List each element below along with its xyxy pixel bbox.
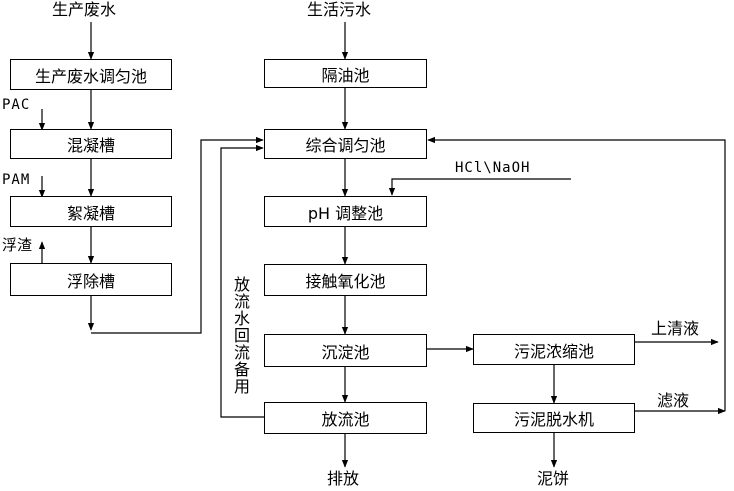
production-wastewater-label: 生产废水	[52, 0, 117, 19]
sludge-cake-label: 泥饼	[537, 469, 570, 488]
discharge-label: 排放	[327, 469, 360, 488]
pam-label: PAM	[2, 172, 31, 188]
domestic-sewage-label: 生活污水	[307, 0, 372, 19]
sedimentation-tank: 沉淀池	[264, 334, 427, 367]
scum-label: 浮渣	[2, 236, 33, 254]
line-hcl-naoh-dosing	[388, 178, 571, 196]
production-equalization-tank: 生产废水调匀池	[10, 59, 172, 90]
line-filtrate-return	[427, 136, 726, 411]
filtrate-label: 滤液	[657, 391, 690, 410]
flotation-tank: 浮除槽	[10, 263, 172, 296]
combined-equalization-tank: 综合调匀池	[264, 129, 427, 159]
discharge-tank: 放流池	[264, 402, 427, 434]
mixing-tank: 混凝槽	[10, 129, 172, 159]
ph-adjustment-tank: pH 调整池	[264, 196, 427, 227]
supernatant-label: 上清液	[651, 319, 700, 338]
line-discharge-reflux	[220, 144, 264, 418]
oil-separator: 隔油池	[264, 59, 427, 88]
line-flotation-to-combined	[91, 136, 264, 334]
discharge-water-reflux-label: 放流水回流备用	[231, 276, 250, 395]
contact-oxidation-tank: 接触氧化池	[264, 264, 427, 296]
sludge-thickener: 污泥浓缩池	[473, 334, 635, 365]
hcl-naoh-label: HCl\NaOH	[455, 160, 531, 176]
pac-label: PAC	[2, 97, 31, 113]
sludge-dewatering-machine: 污泥脱水机	[473, 403, 635, 433]
flocculation-tank: 絮凝槽	[10, 196, 172, 227]
